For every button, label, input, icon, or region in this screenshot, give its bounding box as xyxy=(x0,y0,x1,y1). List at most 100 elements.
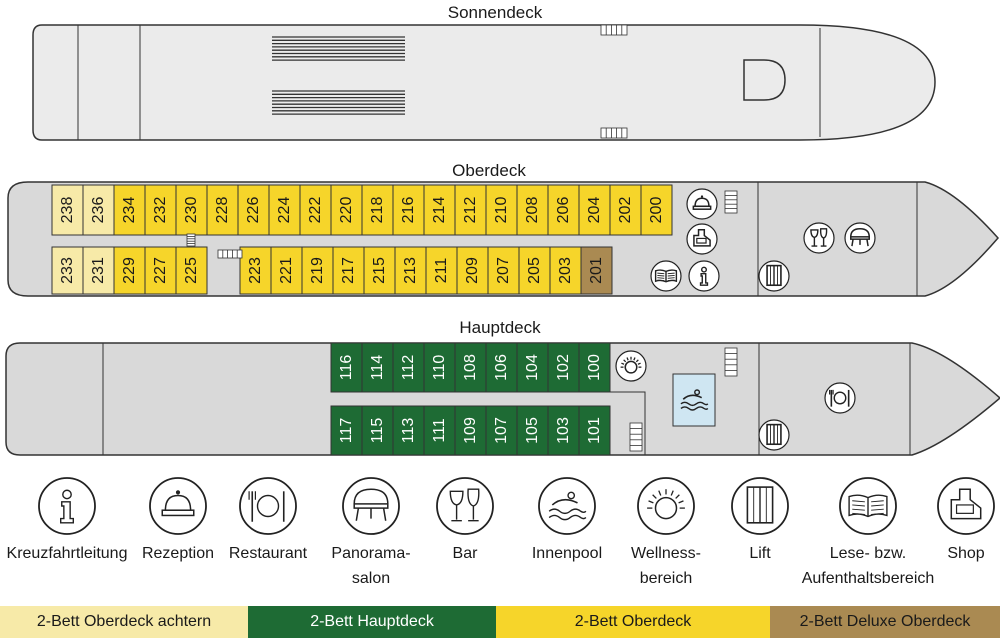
cabin-200[interactable]: 200 xyxy=(640,184,673,236)
info-icon xyxy=(38,477,96,535)
key-swatch: 2-Bett Hauptdeck xyxy=(248,606,496,638)
cabin-107[interactable]: 107 xyxy=(485,405,518,456)
cabin-215[interactable]: 215 xyxy=(363,246,396,295)
upper-deck-title: Oberdeck xyxy=(452,161,526,180)
cabin-number: 216 xyxy=(400,197,417,224)
cabin-225[interactable]: 225 xyxy=(175,246,208,295)
cabin-218[interactable]: 218 xyxy=(361,184,394,236)
legend-label: Kreuzfahrtleitung xyxy=(6,545,128,562)
wellness-sun-icon xyxy=(637,477,695,535)
legend-label: Panorama-salon xyxy=(331,545,411,587)
cabin-101[interactable]: 101 xyxy=(578,405,611,456)
cabin-216[interactable]: 216 xyxy=(392,184,425,236)
cabin-210[interactable]: 210 xyxy=(485,184,518,236)
cabin-219[interactable]: 219 xyxy=(301,246,334,295)
cabin-217[interactable]: 217 xyxy=(332,246,365,295)
stairs xyxy=(724,347,738,377)
cabin-201[interactable]: 201 xyxy=(580,246,613,295)
cabin-222[interactable]: 222 xyxy=(299,184,332,236)
legend-label: Rezeption xyxy=(141,545,215,562)
stairs xyxy=(600,24,628,36)
cabin-223[interactable]: 223 xyxy=(239,246,272,295)
legend-label: Shop xyxy=(947,545,985,562)
cabin-number: 101 xyxy=(586,417,603,444)
cabin-113[interactable]: 113 xyxy=(392,405,425,456)
cabin-226[interactable]: 226 xyxy=(237,184,270,236)
cabin-111[interactable]: 111 xyxy=(423,405,456,456)
cabin-236[interactable]: 236 xyxy=(82,184,115,236)
cabin-number: 104 xyxy=(524,354,541,381)
reception-bell-icon xyxy=(149,477,207,535)
cabin-number: 227 xyxy=(152,257,169,284)
cabin-227[interactable]: 227 xyxy=(144,246,177,295)
cabin-109[interactable]: 109 xyxy=(454,405,487,456)
cabin-213[interactable]: 213 xyxy=(394,246,427,295)
stairs xyxy=(600,127,628,139)
pool-area xyxy=(672,373,716,427)
cabin-103[interactable]: 103 xyxy=(547,405,580,456)
cabin-110[interactable]: 110 xyxy=(423,342,456,393)
cabin-233[interactable]: 233 xyxy=(51,246,84,295)
cabin-number: 209 xyxy=(464,257,481,284)
cabin-number: 103 xyxy=(555,417,572,444)
bar-glasses-icon xyxy=(803,222,835,254)
cabin-100[interactable]: 100 xyxy=(578,342,611,393)
cabin-number: 231 xyxy=(90,257,107,284)
cabin-number: 210 xyxy=(493,197,510,224)
cabin-202[interactable]: 202 xyxy=(609,184,642,236)
cabin-209[interactable]: 209 xyxy=(456,246,489,295)
cabin-211[interactable]: 211 xyxy=(425,246,458,295)
cabin-230[interactable]: 230 xyxy=(175,184,208,236)
cabin-105[interactable]: 105 xyxy=(516,405,549,456)
cabin-207[interactable]: 207 xyxy=(487,246,520,295)
cabin-208[interactable]: 208 xyxy=(516,184,549,236)
cabin-106[interactable]: 106 xyxy=(485,342,518,393)
cabin-229[interactable]: 229 xyxy=(113,246,146,295)
cabin-204[interactable]: 204 xyxy=(578,184,611,236)
cabin-number: 226 xyxy=(245,197,262,224)
cabin-224[interactable]: 224 xyxy=(268,184,301,236)
sun-deck-loungers xyxy=(272,36,405,115)
cabin-number: 114 xyxy=(369,355,386,381)
cabin-number: 223 xyxy=(247,257,264,284)
cabin-108[interactable]: 108 xyxy=(454,342,487,393)
wellness-sun-icon xyxy=(615,350,647,382)
shop-icon xyxy=(937,477,995,535)
cabin-117[interactable]: 117 xyxy=(330,405,363,456)
cabin-number: 221 xyxy=(278,257,295,284)
cabin-number: 202 xyxy=(617,197,634,224)
cabin-214[interactable]: 214 xyxy=(423,184,456,236)
cabin-212[interactable]: 212 xyxy=(454,184,487,236)
key-swatch: 2-Bett Oberdeck achtern xyxy=(0,606,248,638)
cabin-232[interactable]: 232 xyxy=(144,184,177,236)
cabin-number: 206 xyxy=(555,197,572,224)
cabin-number: 212 xyxy=(462,197,479,224)
cabin-238[interactable]: 238 xyxy=(51,184,84,236)
cabin-228[interactable]: 228 xyxy=(206,184,239,236)
cabin-116[interactable]: 116 xyxy=(330,342,363,393)
cabin-115[interactable]: 115 xyxy=(361,405,394,456)
cabin-104[interactable]: 104 xyxy=(516,342,549,393)
cabin-221[interactable]: 221 xyxy=(270,246,303,295)
cabin-220[interactable]: 220 xyxy=(330,184,363,236)
cabin-number: 218 xyxy=(369,197,386,224)
cabin-number: 234 xyxy=(121,197,138,224)
cabin-234[interactable]: 234 xyxy=(113,184,146,236)
stairs xyxy=(186,233,196,247)
cabin-number: 105 xyxy=(524,417,541,444)
reception-bell-icon xyxy=(686,188,718,220)
restaurant-icon xyxy=(239,477,297,535)
legend-label: Restaurant xyxy=(228,545,308,562)
legend-label: Innenpool xyxy=(531,545,603,562)
cabin-number: 208 xyxy=(524,197,541,224)
cabin-231[interactable]: 231 xyxy=(82,246,115,295)
cabin-112[interactable]: 112 xyxy=(392,342,425,393)
cabin-102[interactable]: 102 xyxy=(547,342,580,393)
cabin-number: 220 xyxy=(338,197,355,224)
cabin-203[interactable]: 203 xyxy=(549,246,582,295)
cabin-205[interactable]: 205 xyxy=(518,246,551,295)
lift-icon xyxy=(758,419,790,451)
cabin-114[interactable]: 114 xyxy=(361,342,394,393)
cabin-206[interactable]: 206 xyxy=(547,184,580,236)
sun-deck-hull xyxy=(32,24,936,141)
